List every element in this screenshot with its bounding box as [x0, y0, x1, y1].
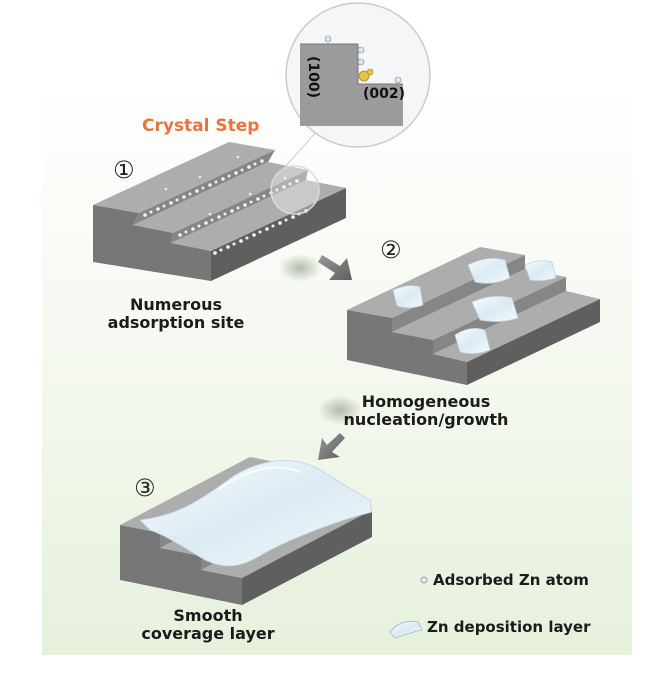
arrow-1-to-2: [318, 255, 352, 280]
crystal-step-title: Crystal Step: [142, 116, 260, 136]
legend-atom-symbol: [420, 576, 428, 584]
process-arrows: [278, 254, 362, 460]
step-1-number: ①: [113, 156, 135, 184]
step-2-caption: Homogeneous nucleation/growth: [336, 393, 516, 429]
step-1-caption-line1: Numerous: [129, 295, 223, 314]
arrow-2-to-3: [318, 433, 345, 460]
inset-zoom: [285, 2, 431, 148]
step-3-caption: Smooth coverage layer: [118, 607, 298, 643]
legend-layer-symbol: [389, 620, 423, 639]
facet-label-100: (100): [305, 56, 321, 99]
step-2-caption-line2: nucleation/growth: [343, 410, 509, 429]
legend-layer-label: Zn deposition layer: [427, 618, 591, 636]
step-2-number: ②: [380, 236, 402, 264]
block-1-crystal-step: [93, 142, 346, 281]
step-1-caption: Numerous adsorption site: [86, 296, 266, 332]
block-2-crystal-step: [347, 247, 600, 385]
legend-atom-label: Adsorbed Zn atom: [433, 571, 589, 589]
step-3-number: ③: [134, 474, 156, 502]
facet-label-002: (002): [363, 86, 406, 102]
block-3-crystal-step: [120, 457, 373, 605]
step-2-caption-line1: Homogeneous: [361, 392, 491, 411]
step-3-caption-line2: coverage layer: [141, 624, 275, 643]
step-1-caption-line2: adsorption site: [107, 313, 245, 332]
step-3-caption-line1: Smooth: [173, 606, 243, 625]
legend-symbols: [389, 576, 428, 639]
magnifier-link-line: [272, 127, 321, 181]
